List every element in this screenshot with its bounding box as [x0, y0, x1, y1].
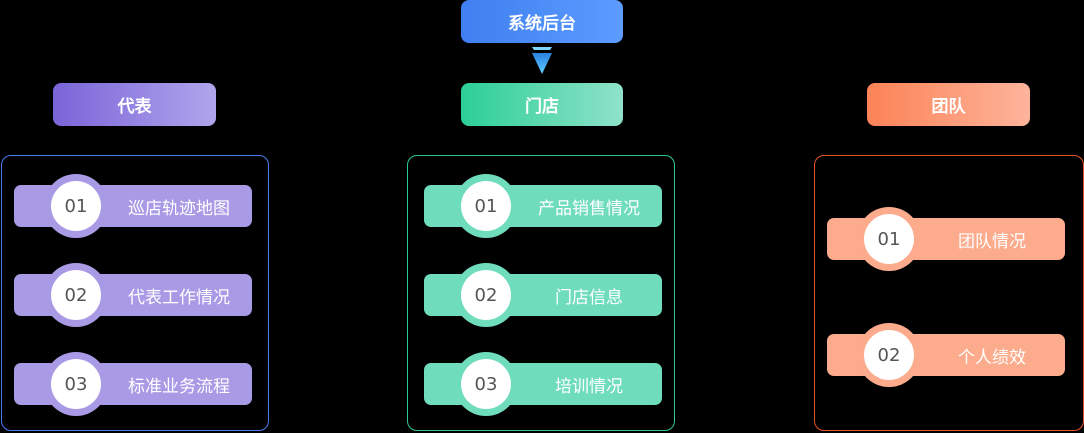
- rep-panel: 01 巡店轨迹地图 02 代表工作情况 03 标准业务流程: [1, 155, 269, 431]
- system-backend-node: 系统后台: [461, 0, 623, 43]
- list-item[interactable]: 03 培训情况: [424, 352, 662, 416]
- list-item[interactable]: 01 团队情况: [827, 207, 1065, 271]
- item-number: 02: [51, 270, 101, 320]
- item-label: 标准业务流程: [128, 376, 230, 397]
- item-number: 02: [864, 330, 914, 380]
- rep-header: 代表: [53, 83, 216, 126]
- item-number: 03: [461, 359, 511, 409]
- item-number: 01: [864, 214, 914, 264]
- team-header: 团队: [867, 83, 1030, 126]
- item-label: 培训情况: [555, 376, 623, 397]
- list-item[interactable]: 01 巡店轨迹地图: [14, 174, 252, 238]
- list-item[interactable]: 02 代表工作情况: [14, 263, 252, 327]
- list-item[interactable]: 01 产品销售情况: [424, 174, 662, 238]
- store-header: 门店: [461, 83, 623, 126]
- down-arrow-icon: [532, 47, 552, 74]
- list-item[interactable]: 02 门店信息: [424, 263, 662, 327]
- item-label: 个人绩效: [958, 347, 1026, 368]
- item-label: 团队情况: [958, 231, 1026, 252]
- team-panel: 01 团队情况 02 个人绩效: [814, 155, 1084, 431]
- item-label: 产品销售情况: [538, 198, 640, 219]
- item-number: 03: [51, 359, 101, 409]
- store-panel: 01 产品销售情况 02 门店信息 03 培训情况: [407, 155, 675, 431]
- item-label: 门店信息: [555, 287, 623, 308]
- list-item[interactable]: 02 个人绩效: [827, 323, 1065, 387]
- item-label: 巡店轨迹地图: [128, 198, 230, 219]
- list-item[interactable]: 03 标准业务流程: [14, 352, 252, 416]
- item-label: 代表工作情况: [128, 287, 230, 308]
- item-number: 01: [461, 181, 511, 231]
- item-number: 01: [51, 181, 101, 231]
- item-number: 02: [461, 270, 511, 320]
